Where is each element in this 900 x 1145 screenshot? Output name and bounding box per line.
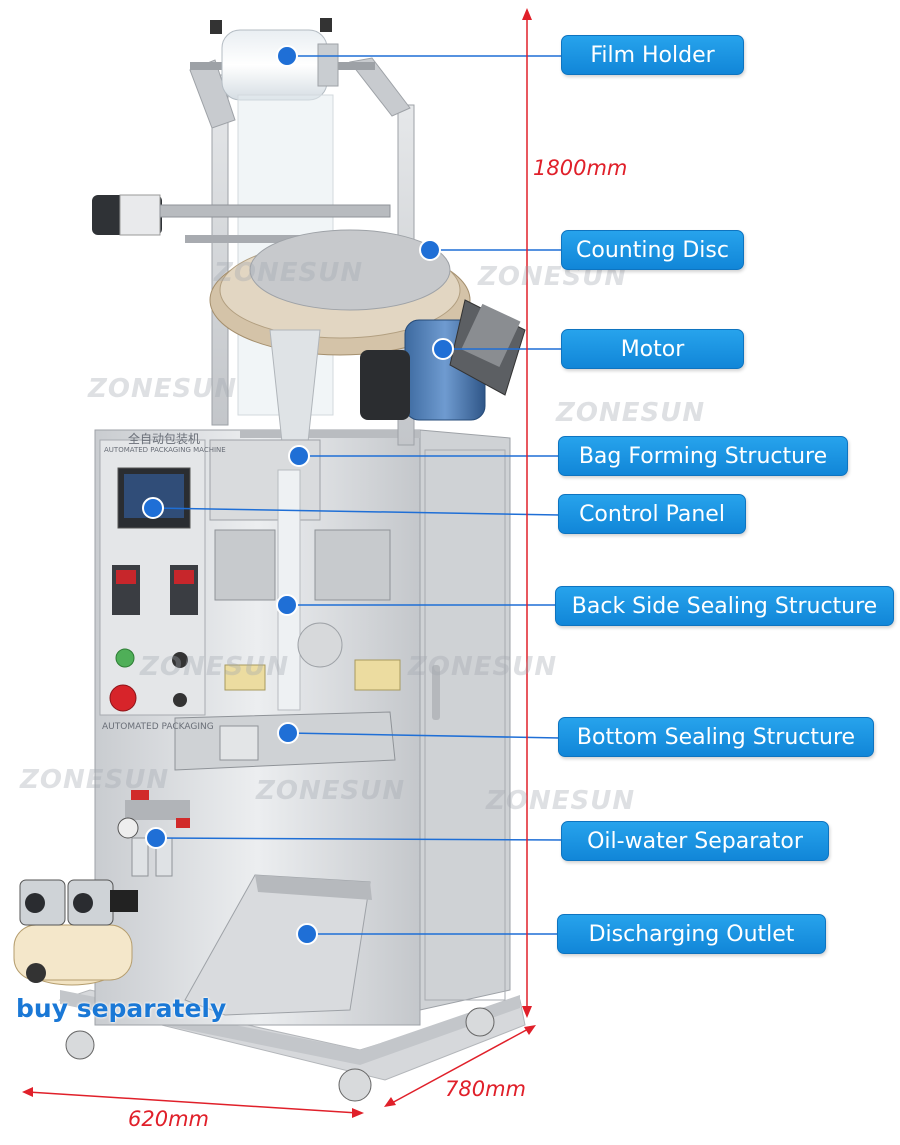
marker-oil-water-separator (145, 827, 167, 849)
callout-bottom-sealing: Bottom Sealing Structure (558, 717, 874, 757)
watermark: ZONESUN (256, 776, 406, 806)
watermark: ZONESUN (140, 652, 290, 682)
callout-motor: Motor (561, 329, 744, 369)
oil-water-separator-unit (117, 790, 190, 877)
dimension-lines (22, 8, 536, 1118)
marker-discharging-outlet (296, 923, 318, 945)
watermark: ZONESUN (214, 258, 364, 288)
marker-bottom-sealing (277, 722, 299, 744)
marker-counting-disc (419, 239, 441, 261)
machine-plate-title: 全自动包装机 (128, 432, 201, 446)
leader-lines (152, 55, 564, 935)
callout-oil-water-separator: Oil-water Separator (561, 821, 829, 861)
machine-plate-subtitle: AUTOMATED PACKAGING MACHINE (104, 446, 226, 454)
main-motor (360, 299, 526, 421)
callout-markers (142, 45, 454, 945)
marker-bag-forming (288, 445, 310, 467)
marker-control-panel (142, 497, 164, 519)
marker-back-side-sealing (276, 594, 298, 616)
casters (65, 1007, 495, 1102)
watermark: ZONESUN (88, 374, 238, 404)
dimension-depth: 780mm (445, 1077, 526, 1101)
callout-bag-forming: Bag Forming Structure (558, 436, 848, 476)
dimension-width: 620mm (128, 1107, 209, 1131)
watermark: ZONESUN (486, 786, 636, 816)
callout-discharging-outlet: Discharging Outlet (557, 914, 826, 954)
callout-counting-disc: Counting Disc (561, 230, 744, 270)
callout-back-side-sealing: Back Side Sealing Structure (555, 586, 894, 626)
dimension-height: 1800mm (533, 156, 628, 180)
marker-motor (432, 338, 454, 360)
watermark: ZONESUN (556, 398, 706, 428)
buy-separately-note: buy separately (16, 994, 227, 1023)
air-compressor (13, 879, 138, 986)
marker-film-holder (276, 45, 298, 67)
watermark: ZONESUN (20, 765, 170, 795)
film-drive-motor (92, 194, 391, 243)
counting-disc-assembly (209, 229, 471, 471)
machine-plate-bottom-label: AUTOMATED PACKAGING (102, 722, 214, 732)
callout-film-holder: Film Holder (561, 35, 744, 75)
callout-control-panel: Control Panel (558, 494, 746, 534)
discharge-chute (184, 874, 372, 1016)
watermark: ZONESUN (408, 652, 558, 682)
